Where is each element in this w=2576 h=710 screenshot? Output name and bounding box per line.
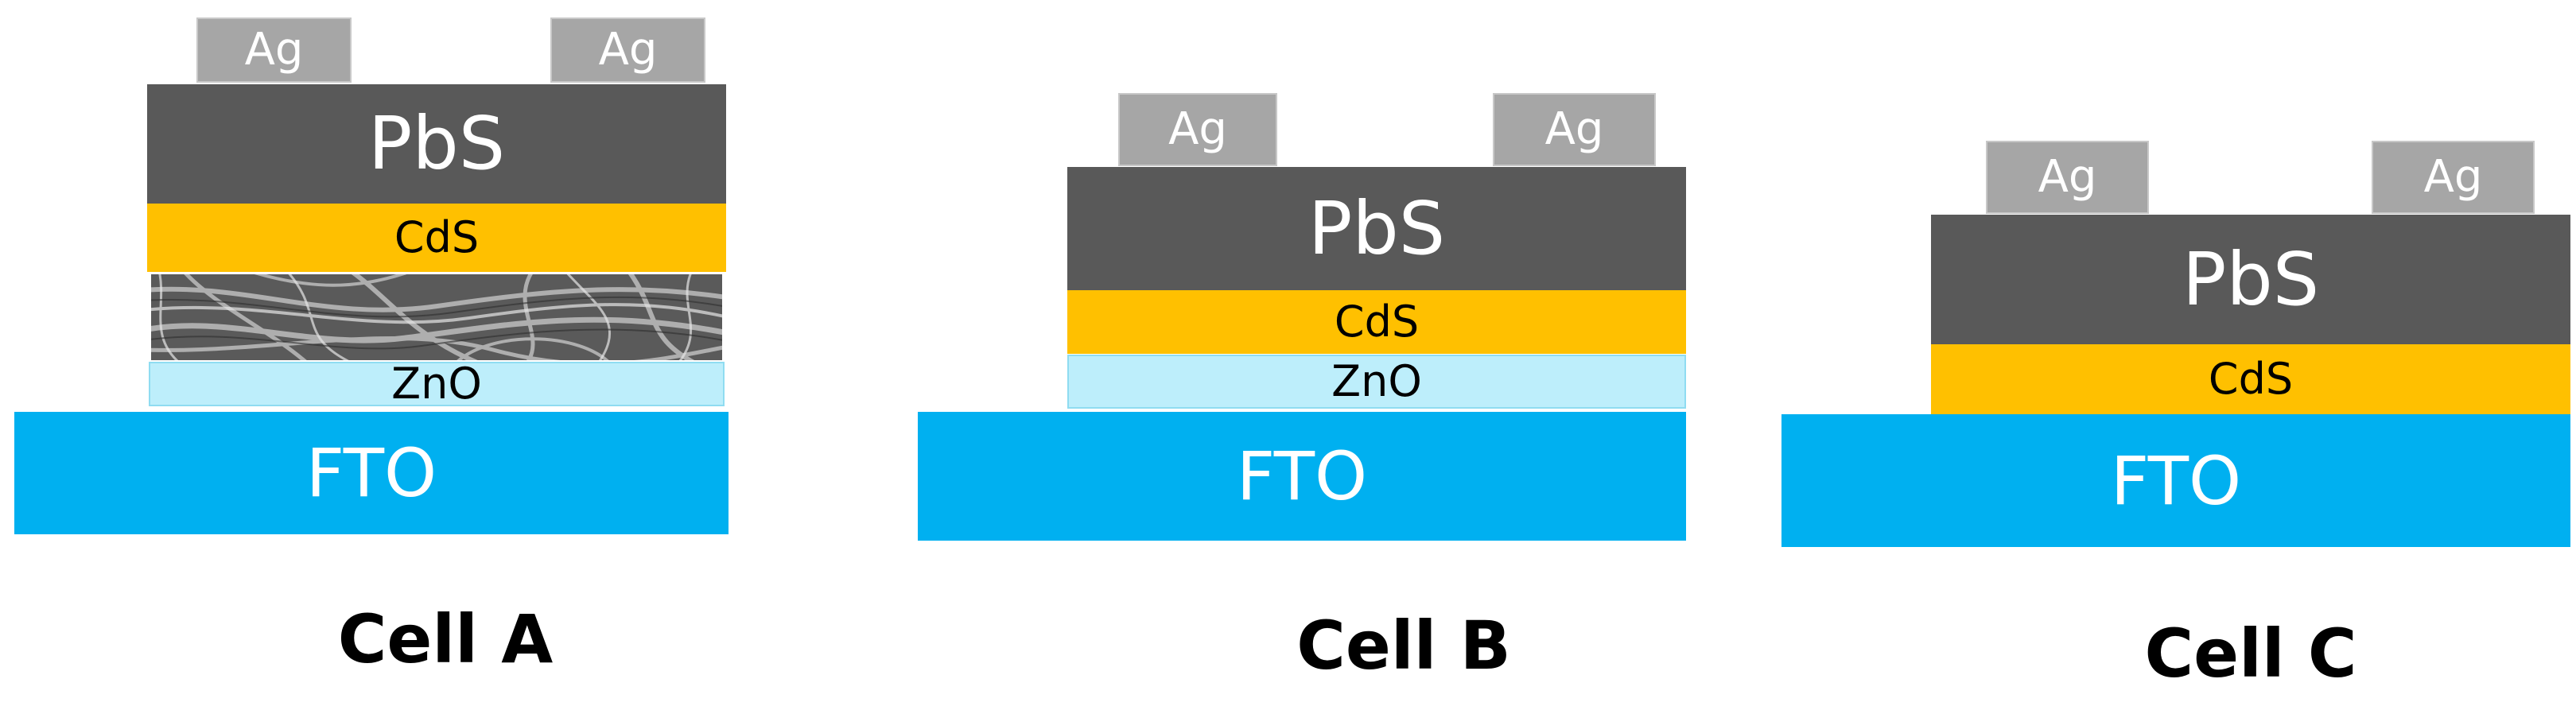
- cell-b-ag-left-label: Ag: [1168, 103, 1227, 155]
- nanofiber-texture: [151, 274, 722, 360]
- cell-b-pbs-label: PbS: [1307, 185, 1446, 271]
- cell-b-ag-right-contact: Ag: [1493, 93, 1656, 166]
- cell-b-ag-right-label: Ag: [1544, 103, 1604, 155]
- cell-b-zno-label: ZnO: [1331, 356, 1422, 406]
- cell-b-cds-layer: CdS: [1067, 290, 1686, 354]
- cell-b-fto-substrate: FTO: [918, 412, 1686, 541]
- cell-a-zno-label: ZnO: [391, 359, 482, 409]
- cell-c-pbs-layer: PbS: [1931, 215, 2570, 344]
- cell-c-title: Cell C: [2144, 615, 2357, 693]
- cell-a-cds-label: CdS: [394, 212, 480, 262]
- cell-a-ag-left-contact: Ag: [196, 17, 352, 83]
- cell-a-zno-layer: ZnO: [149, 362, 725, 406]
- cell-b-fto-label: FTO: [1236, 437, 1368, 515]
- cell-c-ag-right-contact: Ag: [2372, 141, 2535, 214]
- cell-c-cds-layer: CdS: [1931, 344, 2570, 414]
- cell-c-ag-left-contact: Ag: [1986, 141, 2149, 214]
- cell-a-ag-right-label: Ag: [598, 24, 658, 76]
- cell-a-ag-right-contact: Ag: [550, 17, 705, 83]
- cell-b-pbs-layer: PbS: [1067, 167, 1686, 290]
- cell-c-fto-label: FTO: [2110, 441, 2242, 520]
- cell-a-pbs-label: PbS: [367, 101, 506, 186]
- cell-a-pbs-layer: PbS: [147, 84, 726, 204]
- cell-a-title: Cell A: [337, 600, 554, 678]
- cell-b-title: Cell B: [1296, 607, 1511, 685]
- cell-a-ag-left-label: Ag: [244, 24, 304, 76]
- cell-a-fto-label: FTO: [305, 434, 437, 512]
- cell-a-nanofiber-layer: [151, 274, 722, 360]
- cell-a-fto-substrate: FTO: [14, 412, 729, 534]
- cell-b-zno-layer: ZnO: [1067, 355, 1686, 409]
- cell-b-ag-left-contact: Ag: [1118, 93, 1277, 166]
- cell-a-cds-layer: CdS: [147, 204, 726, 272]
- cell-c-cds-label: CdS: [2208, 354, 2294, 404]
- cell-c-pbs-label: PbS: [2182, 236, 2320, 322]
- cell-c-ag-right-label: Ag: [2423, 151, 2483, 203]
- cell-c-fto-substrate: FTO: [1781, 414, 2570, 547]
- cell-b-cds-label: CdS: [1334, 297, 1420, 347]
- cell-c-ag-left-label: Ag: [2038, 151, 2097, 203]
